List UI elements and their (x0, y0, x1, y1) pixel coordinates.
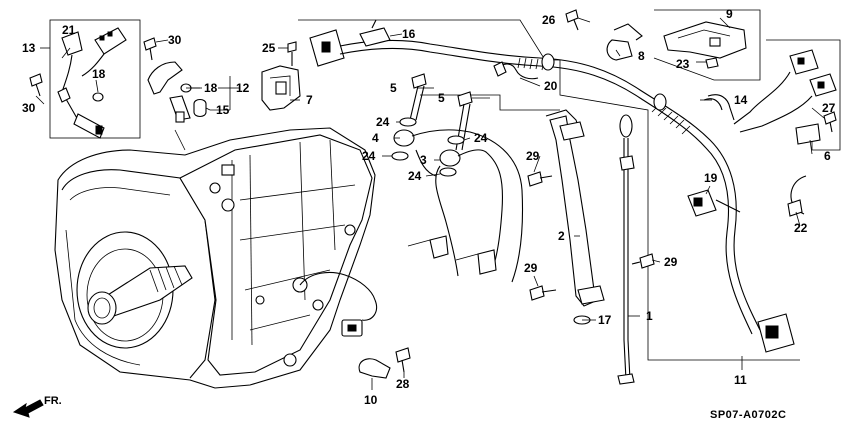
callout-numbers: 1 2 3 4 5 5 6 7 8 9 10 11 12 13 14 15 16… (22, 7, 836, 407)
callout-24[interactable]: 24 (376, 115, 390, 129)
leader-lines (35, 17, 825, 390)
clip-10-and-bolt-28 (358, 347, 411, 379)
upper-wire-harness (298, 9, 800, 361)
bracket-7 (261, 41, 301, 111)
callout-6[interactable]: 6 (824, 149, 831, 163)
sensor-group-12 (143, 37, 231, 151)
callout-21[interactable]: 21 (62, 23, 76, 37)
transmission-case (54, 127, 378, 389)
cooler-pipes (391, 73, 524, 283)
callout-23[interactable]: 23 (676, 57, 690, 71)
callout-9[interactable]: 9 (726, 7, 733, 21)
callout-29[interactable]: 29 (524, 261, 538, 275)
callout-17[interactable]: 17 (598, 313, 612, 327)
diagram-code: SP07-A0702C (710, 409, 786, 421)
right-harness-connectors (687, 39, 841, 353)
callout-25[interactable]: 25 (262, 41, 276, 55)
callout-15[interactable]: 15 (216, 103, 230, 117)
callout-10[interactable]: 10 (364, 393, 378, 407)
callout-16[interactable]: 16 (402, 27, 416, 41)
speed-sensor-assembly (29, 19, 141, 139)
callout-2[interactable]: 2 (558, 229, 565, 243)
callout-27[interactable]: 27 (822, 101, 836, 115)
callout-24[interactable]: 24 (362, 149, 376, 163)
callout-30[interactable]: 30 (168, 33, 182, 47)
dipstick-assembly (527, 109, 655, 385)
callout-29[interactable]: 29 (526, 149, 540, 163)
callout-1[interactable]: 1 (646, 309, 653, 323)
callout-3[interactable]: 3 (420, 153, 427, 167)
front-label: FR. (44, 395, 62, 407)
callout-8[interactable]: 8 (638, 49, 645, 63)
front-direction-arrow: FR. (12, 395, 62, 418)
callout-4[interactable]: 4 (372, 131, 379, 145)
part-13-bracket-box (49, 19, 141, 139)
callout-22[interactable]: 22 (794, 221, 808, 235)
callout-20[interactable]: 20 (544, 79, 558, 93)
callout-26[interactable]: 26 (542, 13, 556, 27)
callout-24[interactable]: 24 (474, 131, 488, 145)
callout-29[interactable]: 29 (664, 255, 678, 269)
callout-11[interactable]: 11 (734, 373, 747, 387)
callout-5[interactable]: 5 (438, 91, 445, 105)
callout-19[interactable]: 19 (704, 171, 718, 185)
callout-28[interactable]: 28 (396, 377, 410, 391)
callout-30[interactable]: 30 (22, 101, 36, 115)
callout-5[interactable]: 5 (390, 81, 397, 95)
callout-18[interactable]: 18 (204, 81, 218, 95)
callout-7[interactable]: 7 (306, 93, 313, 107)
callout-13[interactable]: 13 (22, 41, 36, 55)
callout-12[interactable]: 12 (236, 81, 250, 95)
callout-14[interactable]: 14 (734, 93, 748, 107)
callout-24[interactable]: 24 (408, 169, 422, 183)
callout-18[interactable]: 18 (92, 67, 106, 81)
